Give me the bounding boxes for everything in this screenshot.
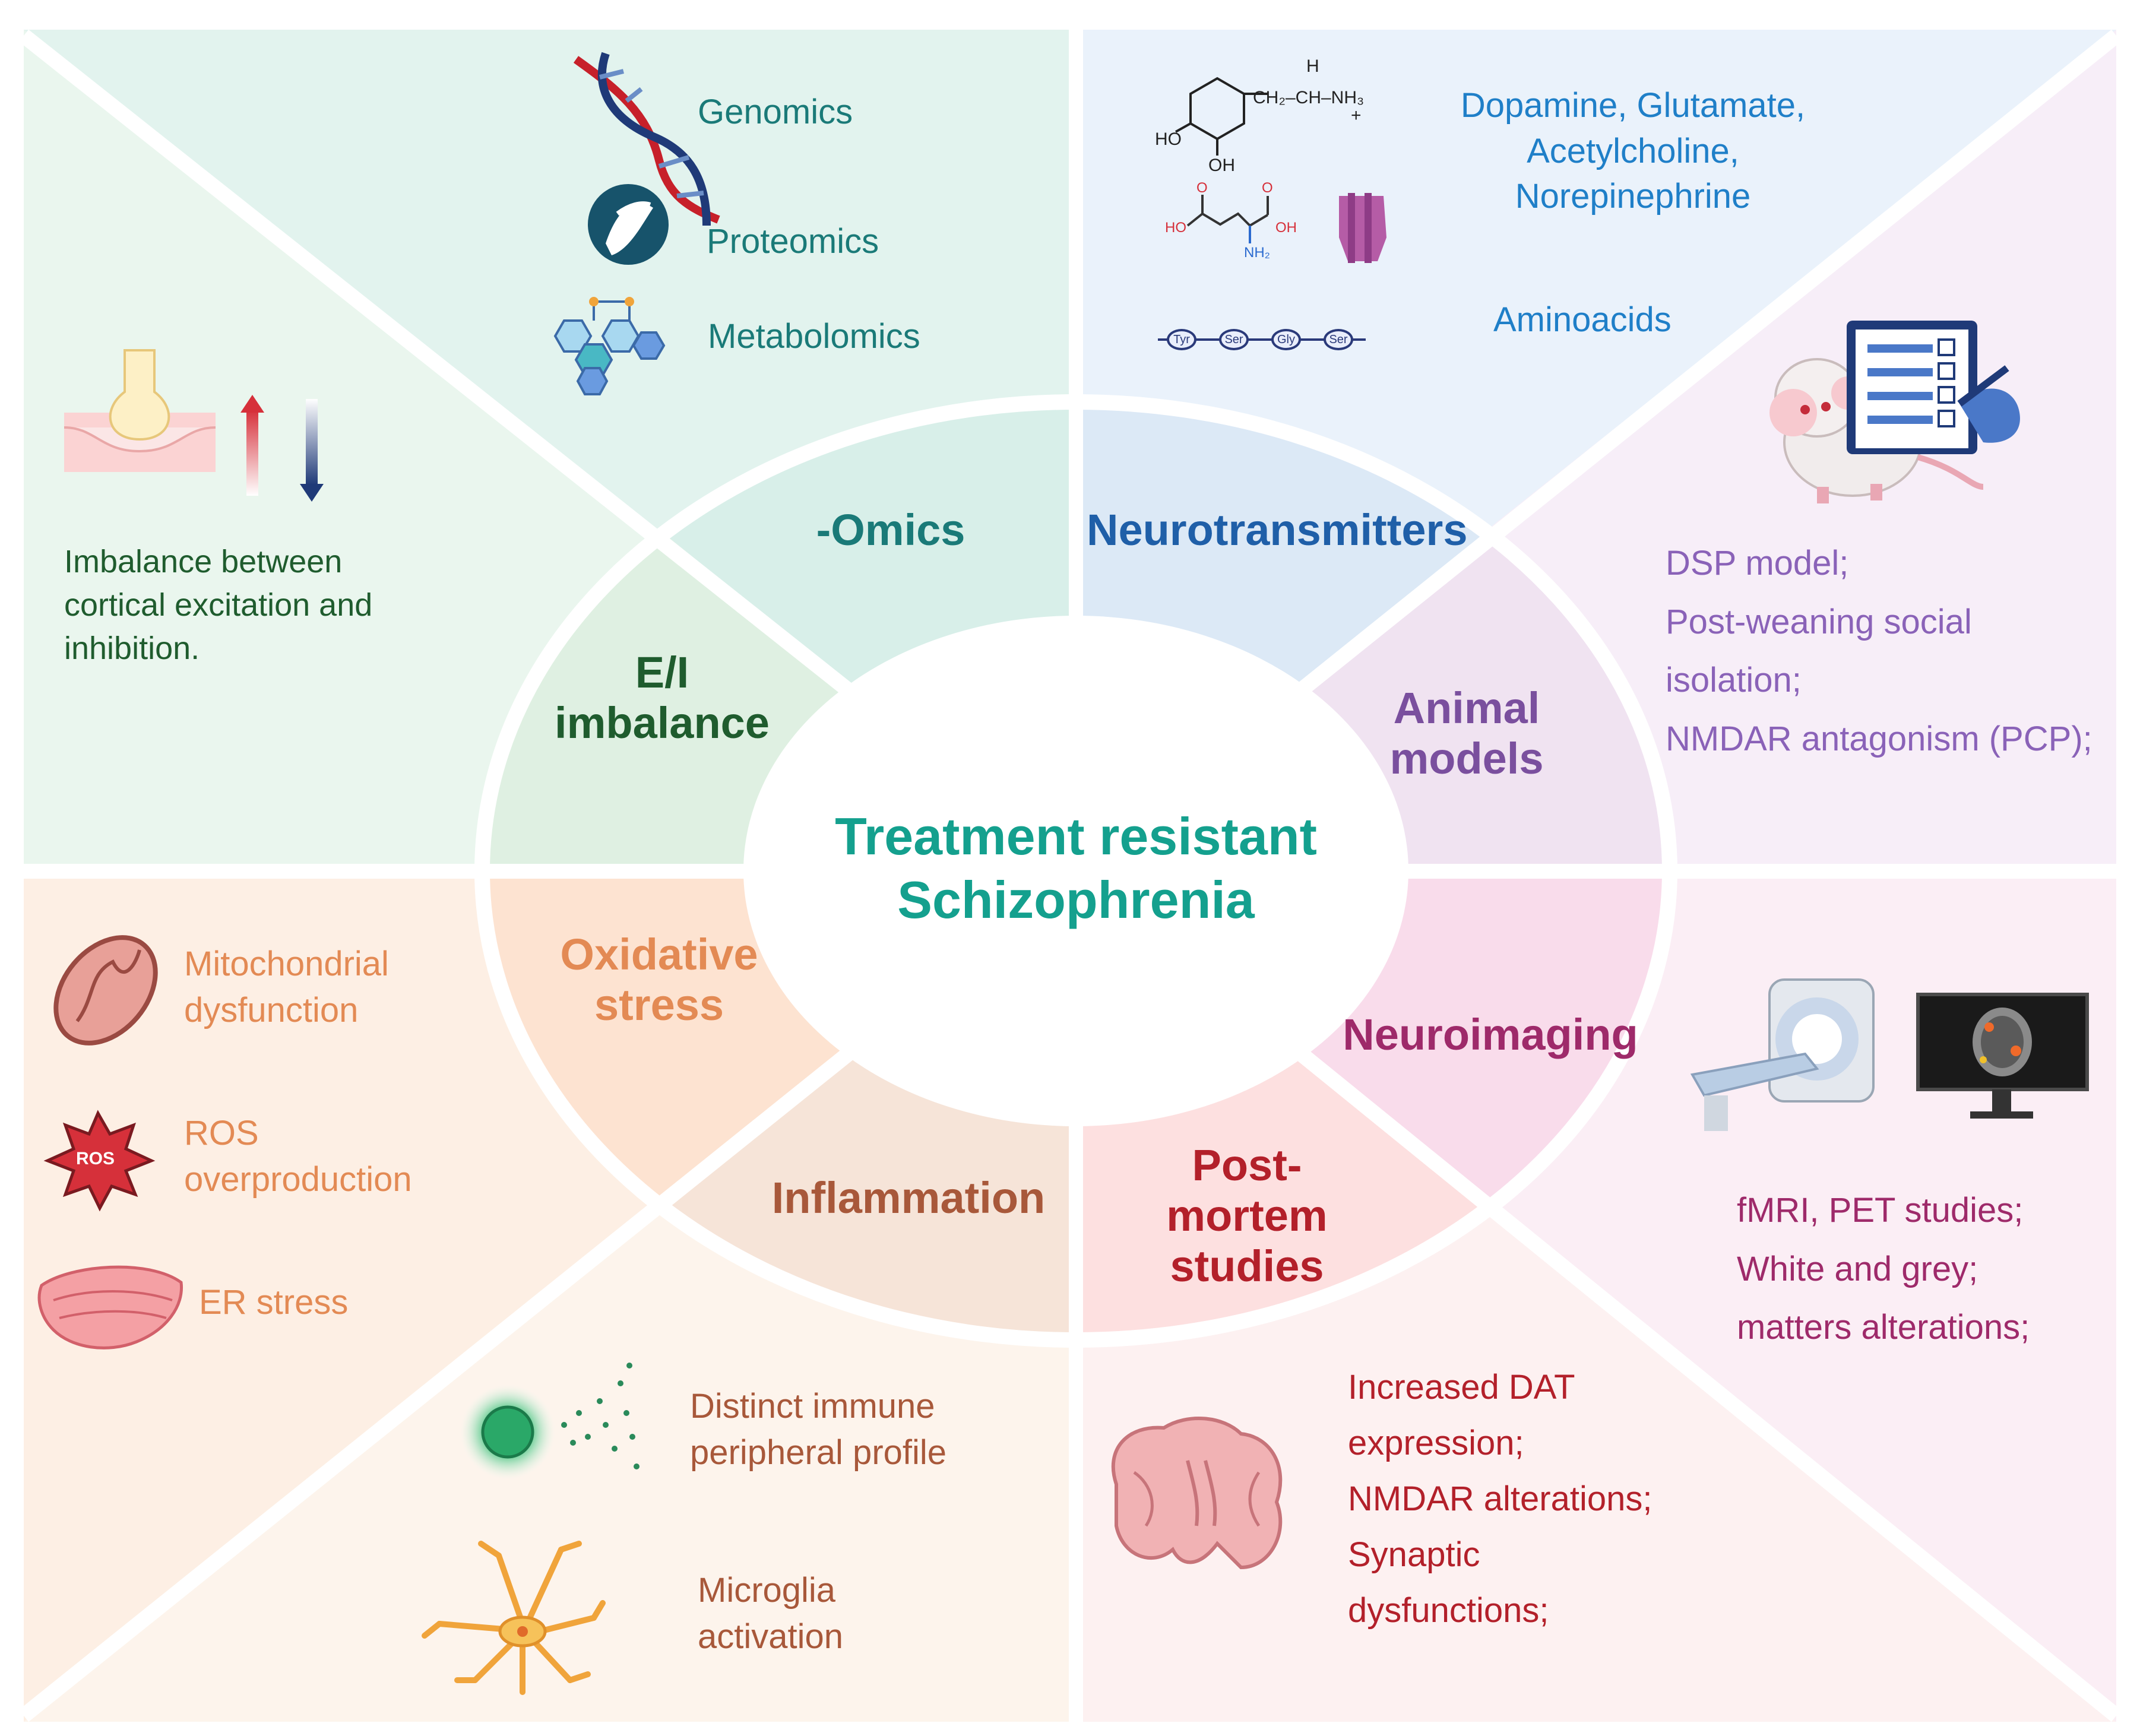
ros-burst-icon	[43, 1110, 156, 1212]
peptide-bead: Gly	[1271, 329, 1301, 350]
dopamine-charge-label: +	[1351, 106, 1362, 125]
oxidative-item-mitochondrial: Mitochondrial dysfunction	[184, 945, 389, 1030]
inflammation-item-immune: Distinct immune peripheral profile	[690, 1387, 947, 1472]
center-title: Treatment resistant Schizophrenia	[779, 804, 1373, 932]
clipboard-icon	[1847, 321, 2020, 454]
section-label-animal-models: Animal models	[1389, 683, 1544, 784]
ros-badge-text: ROS	[76, 1149, 115, 1168]
receptor-channel-icon	[1339, 193, 1386, 263]
dopamine-ho-label: HO	[1155, 129, 1182, 149]
dopamine-h-label: H	[1306, 56, 1319, 76]
glutamate-o2-label: O	[1262, 180, 1273, 196]
sector-oxidative-tint	[24, 879, 1069, 1722]
sector-postmortem-tint	[1083, 879, 2116, 1722]
mitochondria-icon	[53, 935, 158, 1046]
ring-outline	[474, 394, 1677, 1348]
omics-item-genomics: Genomics	[698, 93, 853, 131]
dopamine-structure-icon	[1175, 77, 1268, 156]
arrow-up-icon	[246, 410, 258, 496]
omics-item-metabolomics: Metabolomics	[708, 317, 920, 356]
post-mortem-list: Increased DAT expression; NMDAR alterati…	[1348, 1368, 1653, 1630]
immune-cell-icon	[460, 1363, 640, 1480]
neurotransmitter-line-2: Acetylcholine,	[1527, 131, 1739, 170]
center-title-line-2: Schizophrenia	[897, 870, 1255, 930]
microglia-icon	[422, 1541, 606, 1695]
section-label-omics: -Omics	[816, 505, 965, 555]
section-label-ei-imbalance: E/I imbalance	[555, 648, 770, 748]
center-title-line-1: Treatment resistant	[835, 807, 1317, 866]
peptide-bead: Ser	[1219, 329, 1249, 350]
glutamate-oh-label: OH	[1275, 220, 1297, 236]
section-label-oxidative-stress: Oxidative stress	[560, 930, 758, 1030]
center-disk	[743, 616, 1408, 1126]
peptide-bead: Tyr	[1167, 329, 1196, 350]
arrow-down-icon	[306, 399, 318, 485]
peptide-bead: Ser	[1324, 329, 1353, 350]
neurotransmitter-aminoacids: Aminoacids	[1493, 300, 1672, 339]
neurotransmitter-line-1: Dopamine, Glutamate,	[1460, 86, 1806, 125]
neuroimaging-list: fMRI, PET studies; White and grey; matte…	[1737, 1191, 2030, 1347]
glutamate-nh2-label: NH₂	[1244, 245, 1270, 261]
glutamate-structure-icon	[1186, 195, 1269, 243]
synapse-icon	[64, 349, 216, 472]
dna-icon	[573, 52, 720, 226]
brain-section-icon	[1111, 1417, 1283, 1570]
section-label-neurotransmitters: Neurotransmitters	[1087, 505, 1468, 555]
omics-item-proteomics: Proteomics	[707, 222, 879, 261]
mri-scanner-icon	[1690, 978, 1875, 1131]
metabolite-icon	[553, 297, 666, 395]
protein-icon	[588, 184, 669, 265]
section-label-inflammation: Inflammation	[771, 1173, 1046, 1222]
glutamate-ho-label: HO	[1165, 220, 1186, 236]
oxidative-item-ros: ROS overproduction	[184, 1114, 412, 1199]
ei-imbalance-text: Imbalance between cortical excitation an…	[64, 544, 373, 666]
neurotransmitter-list: Dopamine, Glutamate, Acetylcholine, Nore…	[1449, 83, 1817, 220]
section-label-post-mortem: Post- mortem studies	[1166, 1141, 1328, 1291]
sector-omics-tint	[24, 30, 1069, 864]
inflammation-item-microglia: Microglia activation	[698, 1571, 844, 1656]
monitor-brain-icon	[1916, 993, 2089, 1119]
er-icon	[37, 1265, 183, 1349]
glutamate-o1-label: O	[1196, 180, 1208, 196]
neurotransmitter-line-3: Norepinephrine	[1515, 177, 1751, 216]
section-label-neuroimaging: Neuroimaging	[1343, 1010, 1638, 1059]
oxidative-item-er-stress: ER stress	[199, 1283, 349, 1322]
dopamine-oh-label: OH	[1208, 156, 1235, 175]
dopamine-chain-label: CH₂–CH–NH₃	[1253, 88, 1365, 107]
animal-models-list: DSP model; Post-weaning social isolation…	[1666, 544, 2092, 758]
